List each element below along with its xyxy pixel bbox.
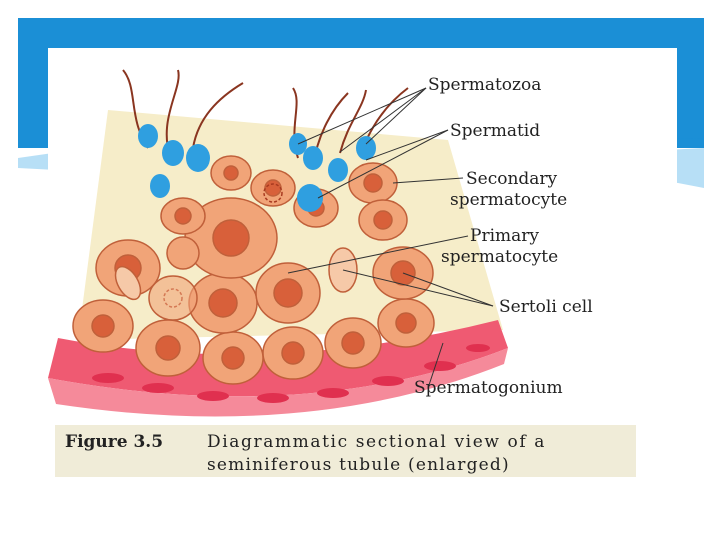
leader-line xyxy=(392,177,464,184)
membrane-cell xyxy=(257,393,289,403)
cell-layer xyxy=(72,155,435,385)
nucleus xyxy=(273,278,303,308)
label-primary-1: Primary xyxy=(470,226,539,246)
label-secondary-2: spermatocyte xyxy=(450,190,567,210)
sperm-tail xyxy=(339,89,367,154)
dividing-nucleus xyxy=(263,183,283,203)
membrane-cells xyxy=(92,344,490,403)
nucleus xyxy=(341,331,365,355)
leader-line xyxy=(365,129,449,161)
label-spermatogonium: Spermatogonium xyxy=(414,378,563,398)
spermatozoa-group xyxy=(122,69,409,212)
nucleus xyxy=(373,210,393,230)
membrane-cell xyxy=(372,376,404,386)
leader-line xyxy=(317,129,449,199)
nucleus xyxy=(155,335,181,361)
sperm-head xyxy=(297,184,323,212)
nucleus xyxy=(281,341,305,365)
primary-spermatocyte-cell xyxy=(148,275,198,321)
sperm-head xyxy=(356,136,376,160)
label-spermatid: Spermatid xyxy=(450,121,540,141)
nucleus xyxy=(395,312,417,334)
membrane-cell xyxy=(466,344,490,352)
figure-caption: Figure 3.5 Diagrammatic sectional view o… xyxy=(55,425,636,477)
sperm-head xyxy=(303,146,323,170)
leader-line xyxy=(342,269,494,307)
label-secondary-1: Secondary xyxy=(466,169,558,189)
sperm-head xyxy=(150,174,170,198)
caption-line-2: seminiferous tubule (enlarged) xyxy=(207,455,510,475)
membrane-cell xyxy=(197,391,229,401)
basement-membrane-lower xyxy=(48,348,508,417)
leader-line xyxy=(427,342,444,389)
nucleus xyxy=(212,219,250,257)
sperm-head xyxy=(328,158,348,182)
leader-line xyxy=(339,87,427,153)
label-spermatozoa: Spermatozoa xyxy=(428,75,541,95)
nucleus xyxy=(208,288,238,318)
nucleus xyxy=(363,173,383,193)
sperm-head xyxy=(162,140,184,166)
label-sertoli: Sertoli cell xyxy=(499,297,593,317)
caption-line-1: Diagrammatic sectional view of a xyxy=(207,432,546,452)
tubule-diagram: Spermatozoa Spermatid Secondary spermato… xyxy=(48,69,593,417)
sperm-head xyxy=(186,144,210,172)
leader-lines xyxy=(287,87,494,389)
sertoli-cell xyxy=(114,265,142,301)
sperm-tail xyxy=(192,82,244,149)
leader-line xyxy=(287,235,469,274)
membrane-cell xyxy=(317,388,349,398)
leader-line xyxy=(365,87,427,145)
nucleus xyxy=(223,165,239,181)
nucleus xyxy=(174,207,192,225)
membrane-cell xyxy=(92,373,124,383)
label-primary-2: spermatocyte xyxy=(441,247,558,267)
secondary-spermatocyte-cell xyxy=(166,236,200,270)
caption-figure-label: Figure 3.5 xyxy=(65,432,164,452)
nucleus xyxy=(221,346,245,370)
membrane-cell xyxy=(142,383,174,393)
nucleus xyxy=(91,314,115,338)
leader-line xyxy=(402,272,494,307)
leader-line xyxy=(297,87,427,145)
membrane-cell xyxy=(424,361,456,371)
sperm-head xyxy=(138,124,158,148)
